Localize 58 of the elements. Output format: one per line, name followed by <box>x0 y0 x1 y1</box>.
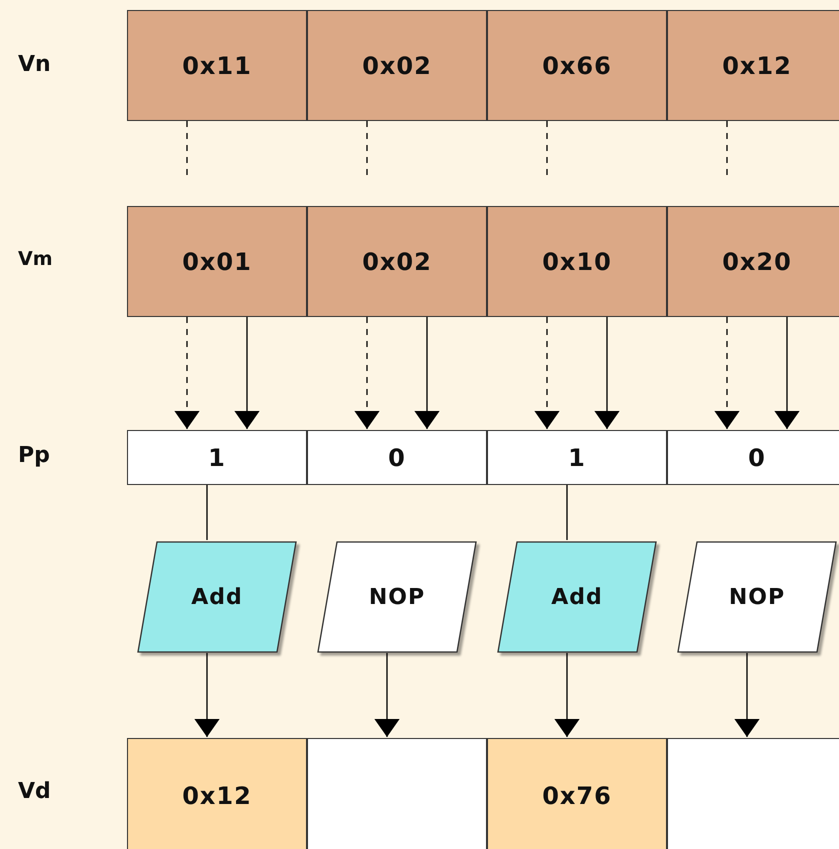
predicate-element <box>667 430 839 485</box>
connector-line <box>566 485 568 540</box>
element-value: 0x20 <box>722 248 792 276</box>
vector-element <box>487 10 667 121</box>
result-element <box>127 738 307 849</box>
result-element <box>487 738 667 849</box>
connector-line <box>186 121 188 176</box>
element-value: NOP <box>368 584 426 610</box>
vector-element <box>487 206 667 317</box>
arrow <box>554 653 580 737</box>
arrow <box>594 317 620 429</box>
arrow <box>194 653 220 737</box>
vector-element <box>667 10 839 121</box>
element-value: 0 <box>748 444 766 472</box>
connector-line <box>206 485 208 540</box>
arrow <box>234 317 260 429</box>
element-value: 0 <box>388 444 406 472</box>
arrow <box>174 317 200 429</box>
arrow <box>414 317 440 429</box>
element-value: 0x66 <box>542 52 612 80</box>
vector-element <box>127 10 307 121</box>
vector-element <box>127 206 307 317</box>
vector-element <box>667 206 839 317</box>
connector-line <box>366 121 368 176</box>
element-value: 0x01 <box>182 248 252 276</box>
register-label: Pp <box>18 443 50 468</box>
connector-line <box>546 121 548 176</box>
arrow <box>734 653 760 737</box>
arrow <box>354 317 380 429</box>
arrow <box>534 317 560 429</box>
arrow <box>714 317 740 429</box>
operation-parallelogram <box>317 541 477 653</box>
operation-parallelogram <box>677 541 837 653</box>
element-value: 0x12 <box>182 782 252 810</box>
predicate-element <box>127 430 307 485</box>
predicate-element <box>307 430 487 485</box>
operation-parallelogram <box>497 541 657 653</box>
element-value: NOP <box>728 584 786 610</box>
element-value: 0x12 <box>722 52 792 80</box>
element-value: 0x02 <box>362 52 432 80</box>
connector-line <box>726 121 728 176</box>
element-value: 1 <box>208 444 226 472</box>
element-value: 0x10 <box>542 248 612 276</box>
vector-element <box>307 10 487 121</box>
element-value: 0x11 <box>182 52 252 80</box>
arrow <box>774 317 800 429</box>
arrow <box>374 653 400 737</box>
register-label: Vn <box>18 52 51 77</box>
element-value: Add <box>551 584 603 610</box>
operation-parallelogram <box>137 541 297 653</box>
register-label: Vm <box>18 248 53 270</box>
element-value: Add <box>191 584 243 610</box>
predicate-element <box>487 430 667 485</box>
element-value: 0x76 <box>542 782 612 810</box>
vector-element <box>307 206 487 317</box>
element-value: 0x02 <box>362 248 432 276</box>
register-label: Vd <box>18 779 51 804</box>
element-value: 1 <box>568 444 586 472</box>
